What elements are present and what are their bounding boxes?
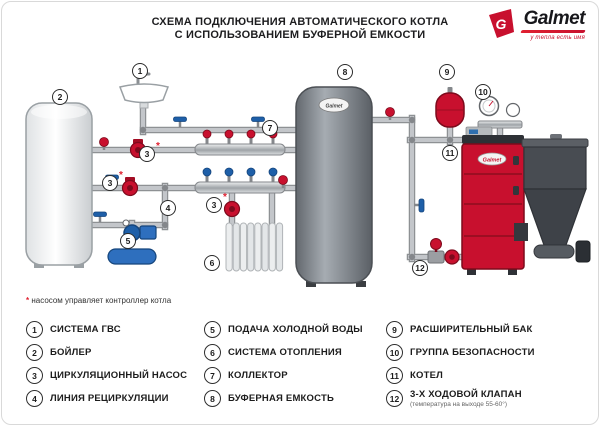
- diagram-badge-10: 10: [475, 84, 491, 100]
- brand-swoosh: [520, 30, 586, 33]
- legend-number-9: 9: [386, 321, 403, 338]
- diagram-badge-8: 8: [337, 64, 353, 80]
- brand-shield-icon: G: [489, 9, 514, 38]
- legend-number-12: 12: [386, 390, 403, 407]
- legend-number-4: 4: [26, 390, 43, 407]
- legend-label-3: ЦИРКУЛЯЦИОННЫЙ НАСОС: [50, 369, 188, 381]
- legend-item-1: 1 СИСТЕМА ГВС: [26, 321, 204, 338]
- diagram-badge-1: 1: [132, 63, 148, 79]
- legend-number-6: 6: [204, 344, 221, 361]
- circulation-pump-boiler-return: [444, 249, 460, 265]
- three-way-valve: [427, 238, 445, 264]
- buffer-tank: Galmet: [295, 86, 373, 287]
- legend-item-8: 8 БУФЕРНАЯ ЕМКОСТЬ: [204, 390, 386, 407]
- brand-tagline: у тепла есть имя: [530, 35, 585, 41]
- legend-number-8: 8: [204, 390, 221, 407]
- legend-label-2: БОЙЛЕР: [50, 346, 92, 358]
- brand-letter: G: [496, 16, 507, 32]
- footnote-asterisk: *: [26, 296, 30, 305]
- legend-item-3: 3 ЦИРКУЛЯЦИОННЫЙ НАСОС: [26, 367, 204, 384]
- diagram-badge-3c: 3: [206, 197, 222, 213]
- legend-item-4: 4 ЛИНИЯ РЕЦИРКУЛЯЦИИ: [26, 390, 204, 407]
- manifold-lower: [194, 167, 286, 194]
- diagram-badge-12: 12: [412, 260, 428, 276]
- legend-item-12: 12 3-Х ХОДОВОЙ КЛАПАН (температура на вы…: [386, 388, 580, 408]
- legend-item-10: 10 ГРУППА БЕЗОПАСНОСТИ: [386, 344, 580, 361]
- cold-water-pump-station: [107, 219, 157, 265]
- circulation-pump-recirculation: [121, 177, 139, 197]
- footnote: * насосом управляет контроллер котла: [26, 296, 171, 305]
- pipe-junctions: [139, 116, 454, 261]
- safety-group: [477, 95, 523, 129]
- legend-number-1: 1: [26, 321, 43, 338]
- brand-name: Galmet: [523, 8, 586, 29]
- title-line1: СХЕМА ПОДКЛЮЧЕНИЯ АВТОМАТИЧЕСКОГО КОТЛА: [151, 16, 449, 28]
- legend-item-5: 5 ПОДАЧА ХОЛОДНОЙ ВОДЫ: [204, 321, 386, 338]
- diagram-badge-11: 11: [442, 145, 458, 161]
- brand-logo: G Galmet у тепла есть имя: [488, 8, 586, 41]
- shutoff-valves-red: [99, 107, 395, 188]
- diagram-badge-3b: 3: [102, 175, 118, 191]
- legend-label-9: РАСШИРИТЕЛЬНЫЙ БАК: [410, 323, 533, 335]
- dhw-sink: [118, 72, 170, 109]
- circulation-pump-heating: [223, 200, 241, 218]
- dhw-boiler-tank: [25, 102, 93, 268]
- legend-item-7: 7 КОЛЛЕКТОР: [204, 367, 386, 384]
- legend-number-7: 7: [204, 367, 221, 384]
- pump-asterisk-2: *: [119, 170, 123, 181]
- radiator: [225, 222, 284, 272]
- diagram-badge-3a: 3: [139, 146, 155, 162]
- diagram-badge-5: 5: [120, 233, 136, 249]
- diagram-badge-7: 7: [262, 120, 278, 136]
- legend-label-6: СИСТЕМА ОТОПЛЕНИЯ: [228, 346, 342, 358]
- legend-item-6: 6 СИСТЕМА ОТОПЛЕНИЯ: [204, 344, 386, 361]
- boiler-label: Galmet: [483, 158, 503, 164]
- legend-label-12: 3-Х ХОДОВОЙ КЛАПАН: [410, 388, 522, 400]
- diagram-badge-6: 6: [204, 255, 220, 271]
- legend-label-11: КОТЕЛ: [410, 369, 443, 381]
- legend-number-2: 2: [26, 344, 43, 361]
- legend-item-11: 11 КОТЕЛ: [386, 367, 580, 384]
- page-title: СХЕМА ПОДКЛЮЧЕНИЯ АВТОМАТИЧЕСКОГО КОТЛА …: [0, 16, 600, 42]
- legend-number-10: 10: [386, 344, 403, 361]
- diagram-badge-2: 2: [52, 89, 68, 105]
- title-line2: С ИСПОЛЬЗОВАНИЕМ БУФЕРНОЙ ЕМКОСТИ: [174, 29, 426, 41]
- legend-label-10: ГРУППА БЕЗОПАСНОСТИ: [410, 346, 535, 358]
- legend-number-3: 3: [26, 367, 43, 384]
- diagram-badge-9: 9: [439, 64, 455, 80]
- legend-number-5: 5: [204, 321, 221, 338]
- legend: 1 СИСТЕМА ГВС 2 БОЙЛЕР 3 ЦИРКУЛЯЦИОННЫЙ НАС…: [26, 318, 580, 410]
- pump-asterisk-3: *: [223, 192, 227, 203]
- buffer-tank-label: Galmet: [326, 104, 343, 110]
- diagram-badge-4: 4: [160, 200, 176, 216]
- shutoff-valves-blue: [93, 116, 425, 222]
- legend-sublabel-12: (температура на выходе 55-60°): [410, 400, 508, 408]
- legend-item-9: 9 РАСШИРИТЕЛЬНЫЙ БАК: [386, 321, 580, 338]
- fuel-hopper: [514, 134, 591, 263]
- footnote-text: насосом управляет контроллер котла: [31, 296, 172, 305]
- legend-label-7: КОЛЛЕКТОР: [228, 369, 288, 381]
- legend-label-1: СИСТЕМА ГВС: [50, 323, 121, 335]
- solid-fuel-boiler: Galmet: [461, 126, 525, 275]
- expansion-tank: [435, 87, 465, 128]
- legend-item-2: 2 БОЙЛЕР: [26, 344, 204, 361]
- legend-number-11: 11: [386, 367, 403, 384]
- schematic-diagram: Galmet Galmet: [25, 72, 591, 287]
- legend-label-8: БУФЕРНАЯ ЕМКОСТЬ: [228, 392, 335, 404]
- legend-label-5: ПОДАЧА ХОЛОДНОЙ ВОДЫ: [228, 323, 363, 335]
- pump-asterisk-1: *: [156, 141, 160, 152]
- legend-label-4: ЛИНИЯ РЕЦИРКУЛЯЦИИ: [50, 392, 169, 404]
